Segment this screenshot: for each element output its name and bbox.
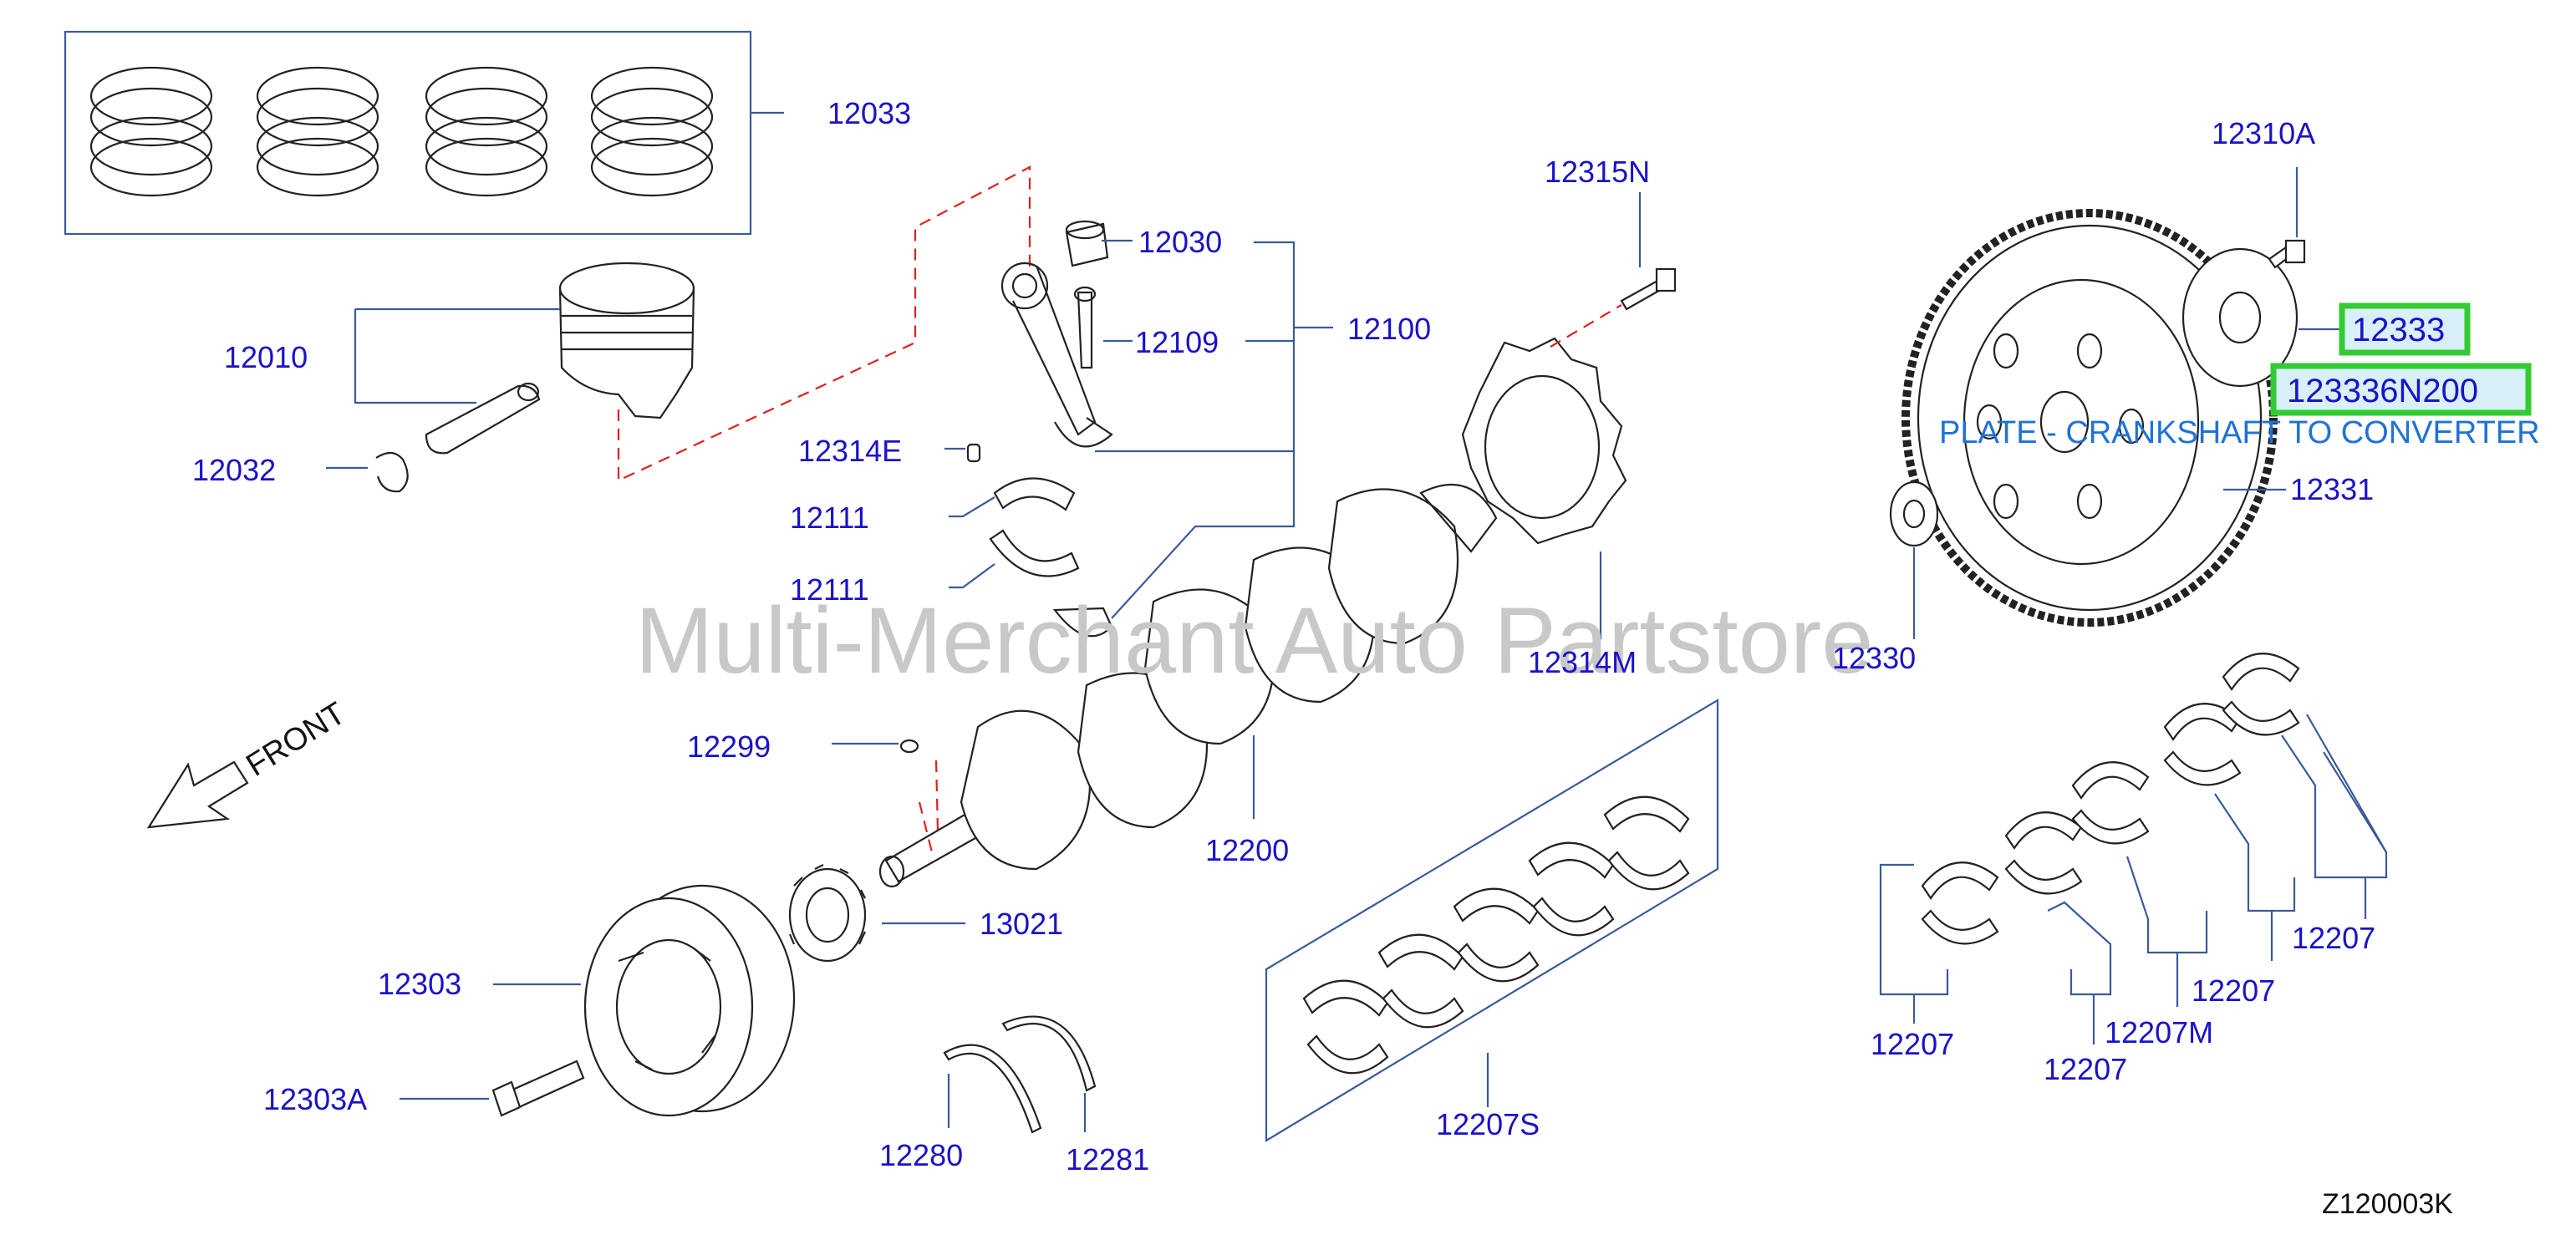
watermark: Multi-Merchant Auto Partstore: [635, 588, 1873, 693]
callout-12315N[interactable]: 12315N: [1545, 155, 1650, 189]
callout-12109[interactable]: 12109: [1135, 325, 1219, 359]
callout-12280[interactable]: 12280: [879, 1138, 963, 1172]
callout-12299[interactable]: 12299: [687, 729, 771, 764]
main-bearing-set-illustration: [1265, 699, 1719, 1142]
dowel-pin-illustration: [966, 443, 981, 463]
flexplate-illustration: [1901, 209, 2278, 627]
bearing-shell-2: [1377, 933, 1464, 1029]
callout-12303[interactable]: 12303: [378, 967, 461, 1001]
callout-12207-left[interactable]: 12207: [1871, 1027, 1954, 1061]
callout-12100[interactable]: 12100: [1347, 312, 1431, 346]
part-number-label[interactable]: 123336N200: [2287, 373, 2478, 409]
front-direction-arrow: [146, 760, 249, 829]
rod-bearing-lower-illustration: [989, 529, 1080, 577]
callout-12207-right-mid[interactable]: 12207: [2192, 973, 2275, 1008]
reinforcement-plate-illustration: [2181, 247, 2299, 388]
callout-12314E[interactable]: 12314E: [798, 434, 902, 468]
bearing-shell-3: [1453, 887, 1540, 983]
crankshaft-illustration: [878, 483, 1498, 888]
callout-12200[interactable]: 12200: [1205, 833, 1289, 867]
bearing-shell-1: [1302, 979, 1389, 1075]
rod-cap-illustration: [1052, 607, 1113, 638]
flexplate-plate-bolt-illustration: [2268, 239, 2306, 269]
pilot-bushing-illustration: [1889, 480, 1939, 547]
bearing-shell-4: [1528, 841, 1615, 937]
callout-12207-center[interactable]: 12207: [2044, 1052, 2127, 1086]
flexplate-spacer-illustration: [1461, 337, 1627, 545]
front-label: FRONT: [241, 696, 352, 784]
ring-set-1: [89, 66, 213, 197]
callout-12010[interactable]: 12010: [224, 340, 308, 374]
callout-12111-lower[interactable]: 12111: [790, 572, 869, 607]
pulley-bolt-illustration: [491, 1060, 585, 1117]
rod-bearing-upper-illustration: [993, 477, 1076, 511]
callout-13021[interactable]: 13021: [980, 907, 1063, 941]
callout-12330[interactable]: 12330: [1832, 641, 1916, 675]
callout-12032[interactable]: 12032: [192, 453, 276, 487]
selected-part-label[interactable]: 12333: [2352, 312, 2445, 348]
callout-12207-right[interactable]: 12207: [2292, 921, 2375, 955]
part-description: PLATE - CRANKSHAFT TO CONVERTER: [1939, 415, 2540, 450]
callout-12207S[interactable]: 12207S: [1436, 1107, 1540, 1141]
flexplate-bolt-illustration: [1620, 267, 1677, 311]
callout-12030[interactable]: 12030: [1138, 225, 1222, 259]
callout-12310A[interactable]: 12310A: [2212, 116, 2315, 150]
bearing-shell-5: [1603, 795, 1690, 891]
select-bearing-shells-illustration: [1921, 653, 2300, 945]
callout-12281[interactable]: 12281: [1066, 1142, 1149, 1176]
selected-part-highlight[interactable]: 12333: [2339, 302, 2471, 356]
connecting-rod-illustration: [1000, 262, 1113, 448]
alignment-dashed-line: [617, 165, 1031, 482]
crank-pulley-illustration: [583, 884, 796, 1117]
piston-illustration: [558, 262, 695, 419]
callout-12331[interactable]: 12331: [2290, 472, 2374, 506]
ring-set-4: [590, 66, 714, 197]
part-number-highlight[interactable]: 123336N200: [2270, 363, 2532, 416]
callout-12314M[interactable]: 12314M: [1528, 645, 1637, 679]
ring-set-2: [256, 66, 379, 197]
callout-12111-upper[interactable]: 12111: [790, 501, 869, 535]
thrust-washer-upper-illustration: [943, 1044, 1042, 1134]
small-end-bushing-illustration: [1065, 220, 1109, 267]
rod-bolt-illustration: [1073, 286, 1097, 369]
piston-ring-set-illustration: [64, 30, 784, 236]
snap-ring-illustration: [375, 451, 409, 493]
ring-set-3: [425, 66, 548, 197]
woodruff-key-illustration: [899, 739, 919, 754]
callout-12207M[interactable]: 12207M: [2105, 1015, 2213, 1049]
crank-sprocket-illustration: [788, 864, 867, 963]
piston-pin-illustration: [425, 382, 541, 455]
thrust-washer-lower-illustration: [1001, 1015, 1097, 1092]
callout-12033[interactable]: 12033: [827, 96, 911, 130]
callout-12303A[interactable]: 12303A: [263, 1082, 367, 1116]
diagram-reference-code: Z120003K: [2322, 1188, 2453, 1220]
